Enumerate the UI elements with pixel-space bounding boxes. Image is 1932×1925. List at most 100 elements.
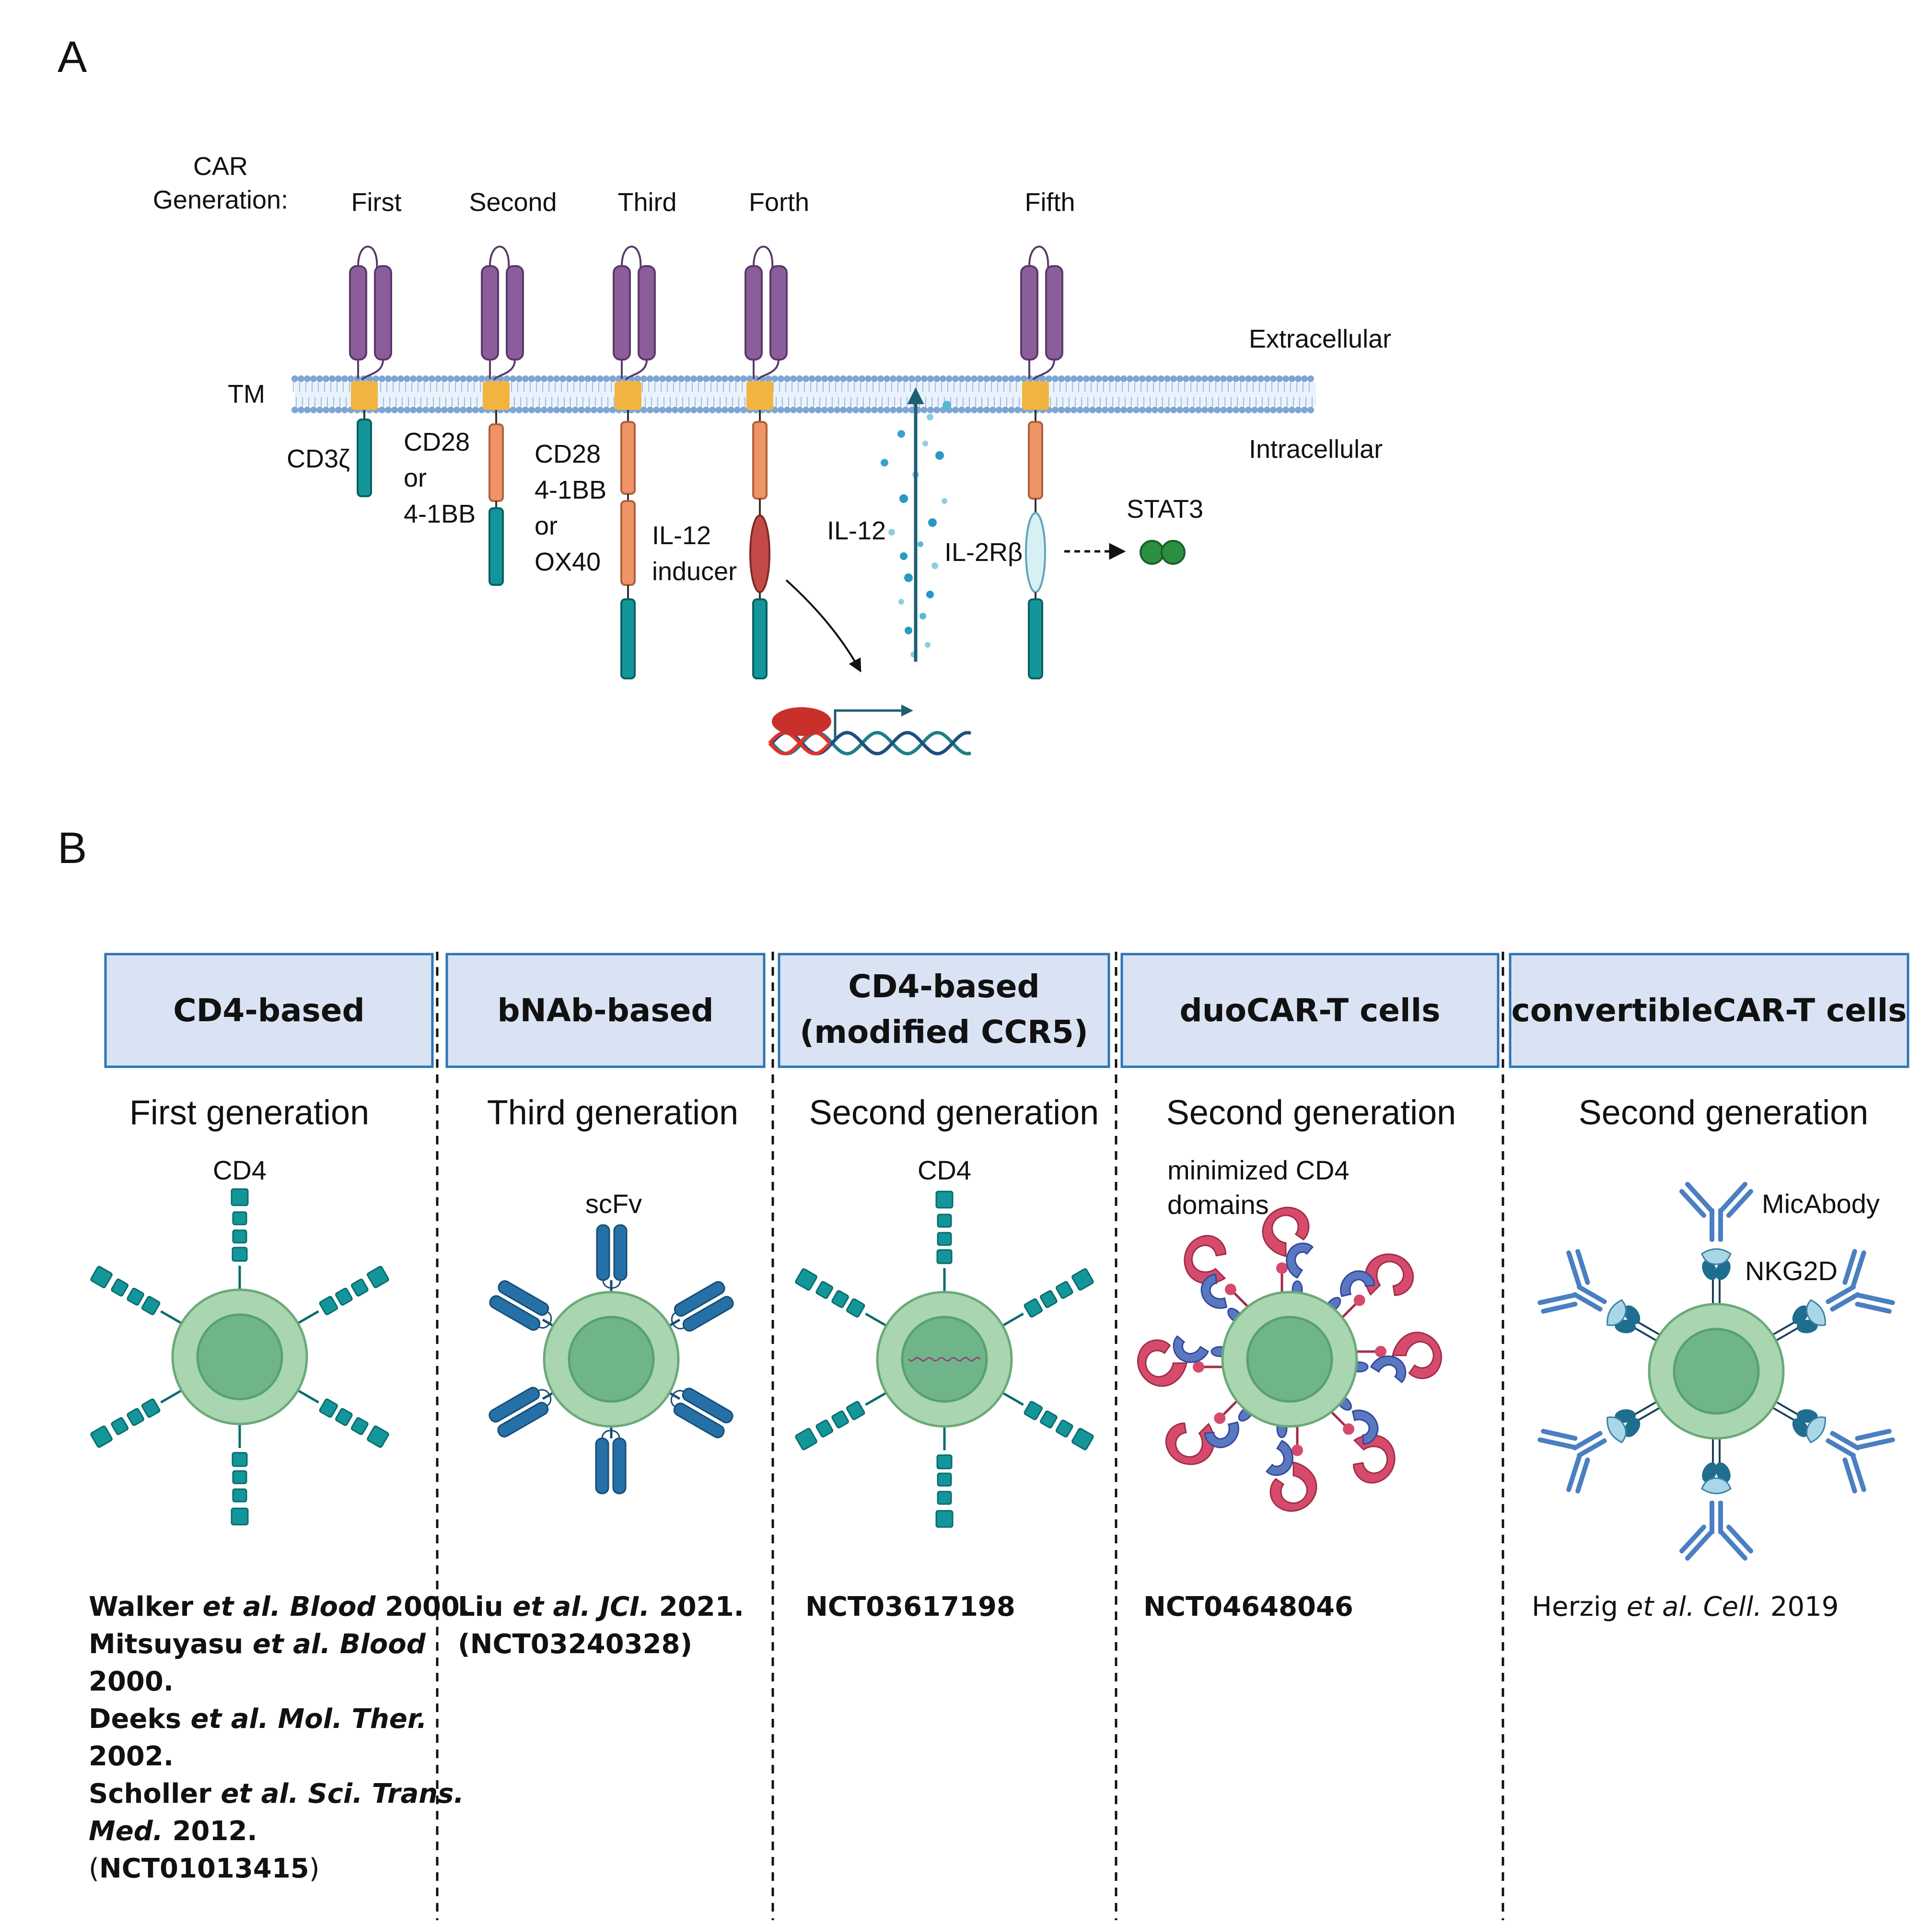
- lipid-head-bottom: [591, 407, 597, 413]
- lipid-head-bottom: [672, 407, 678, 413]
- lipid-head-top: [1282, 375, 1289, 382]
- duo-car-receptor: [1326, 1253, 1414, 1318]
- nkg2d-stem: [1636, 1407, 1661, 1422]
- lipid-head-top: [1046, 375, 1052, 382]
- lipid-head-bottom: [977, 407, 984, 413]
- transmembrane-domain: [615, 381, 641, 410]
- lipid-head-top: [591, 375, 597, 382]
- lipid-head-bottom: [1008, 407, 1015, 413]
- lipid-head-top: [528, 375, 535, 382]
- lipid-head-bottom: [572, 407, 579, 413]
- lipid-head-bottom: [460, 407, 466, 413]
- cd4-domain: [127, 1287, 144, 1306]
- car-t-cell: [1137, 1206, 1443, 1512]
- lipid-head-top: [877, 375, 884, 382]
- scfv-linker-loop: [621, 245, 642, 269]
- lipid-head-top: [1295, 375, 1302, 382]
- nkg2d-head: [1624, 1305, 1641, 1325]
- lipid-head-top: [989, 375, 996, 382]
- lipid-head-bottom: [1183, 407, 1189, 413]
- lipid-head-bottom: [996, 407, 1002, 413]
- scfv-receptor: [668, 1388, 733, 1438]
- reference-fragment: 2000.: [89, 1666, 174, 1697]
- duo-car-receptor: [1262, 1206, 1314, 1299]
- lipid-head-top: [1257, 375, 1264, 382]
- reference-fragment: (: [89, 1853, 99, 1884]
- duo-car-receptor: [1330, 1395, 1396, 1484]
- lipid-head-bottom: [1233, 407, 1239, 413]
- scfv-heavy-chain: [612, 1437, 627, 1494]
- scfv-light-chain: [769, 265, 788, 361]
- nkg2d-head: [1624, 1418, 1641, 1437]
- lipid-head-bottom: [983, 407, 990, 413]
- lipid-head-bottom: [547, 407, 554, 413]
- signal-domain: [357, 419, 372, 497]
- lipid-head-top: [422, 375, 429, 382]
- antibody-arm-left: [1855, 1429, 1895, 1450]
- lipid-head-top: [634, 375, 641, 382]
- lipid-head-top: [1183, 375, 1189, 382]
- lipid-head-bottom: [653, 407, 660, 413]
- lipid-head-bottom: [865, 407, 872, 413]
- inducer-domain: [749, 514, 770, 593]
- lipid-head-bottom: [1145, 407, 1152, 413]
- lipid-head-top: [1245, 375, 1252, 382]
- costim-domain: [1028, 421, 1043, 500]
- duo-red-node: [1353, 1294, 1365, 1306]
- lipid-head-top: [840, 375, 847, 382]
- antibody-fc: [1572, 1292, 1603, 1312]
- strategy-header-title-line: CD4-based: [848, 968, 1040, 1005]
- signal-domain: [620, 598, 636, 679]
- convertible-car-receptor: [1772, 1401, 1895, 1493]
- nkg2d-label: NKG2D: [1745, 1256, 1838, 1286]
- lipid-head-top: [616, 375, 622, 382]
- duo-car-receptor: [1165, 1400, 1254, 1465]
- cd4-stem: [1001, 1391, 1024, 1406]
- il12-inducer-line1: IL-12: [652, 521, 711, 550]
- lipid-head-top: [341, 375, 348, 382]
- reference-fragment: (NCT03240328): [458, 1629, 692, 1660]
- lipid-head-bottom: [1189, 407, 1196, 413]
- third-domain-line1: CD28: [535, 440, 601, 468]
- cd4-domain: [937, 1213, 952, 1228]
- car-receptor-gen-1: [349, 245, 392, 497]
- lipid-head-top: [946, 375, 953, 382]
- lipid-head-bottom: [1064, 407, 1071, 413]
- antibody-fc: [1710, 1208, 1714, 1242]
- antibody-fc: [1826, 1438, 1856, 1458]
- lipid-head-top: [1102, 375, 1108, 382]
- dna-strand-1: [770, 731, 971, 756]
- scfv-linker: [538, 1311, 552, 1329]
- lipid-head-top: [1251, 375, 1258, 382]
- lipid-head-top: [435, 375, 442, 382]
- duo-blue-hook: [1370, 1355, 1407, 1384]
- reference-line: (NCT01013415): [89, 1853, 320, 1884]
- lipid-head-bottom: [559, 407, 566, 413]
- lipid-head-top: [852, 375, 859, 382]
- lipid-head-top: [1307, 375, 1314, 382]
- receptor-label-line: domains: [1167, 1190, 1269, 1220]
- lipid-head-bottom: [304, 407, 311, 413]
- lipid-head-bottom: [1176, 407, 1183, 413]
- cell-nucleus: [1246, 1316, 1333, 1403]
- lipid-head-top: [1089, 375, 1096, 382]
- nkg2d-stem: [1772, 1407, 1796, 1422]
- costim-domain: [752, 421, 768, 500]
- lipid-head-top: [466, 375, 473, 382]
- lipid-head-top: [678, 375, 685, 382]
- reference-line: Med. 2012.: [89, 1816, 257, 1847]
- reference-fragment: NCT03617198: [805, 1591, 1015, 1622]
- reference-fragment: et al. Blood: [203, 1591, 376, 1622]
- lipid-head-top: [316, 375, 323, 382]
- car-receptor-gen-3: [613, 245, 656, 679]
- cd4-domain: [231, 1507, 249, 1526]
- car-receptors: [1137, 1206, 1443, 1512]
- cd4-domain: [335, 1287, 353, 1306]
- lipid-head-top: [348, 375, 354, 382]
- scfv-linker: [671, 1312, 685, 1330]
- lipid-head-top: [1008, 375, 1015, 382]
- il12-molecule: [897, 430, 905, 438]
- lipid-head-top: [865, 375, 872, 382]
- lipid-head-bottom: [902, 407, 909, 413]
- cd4-domain: [815, 1419, 834, 1438]
